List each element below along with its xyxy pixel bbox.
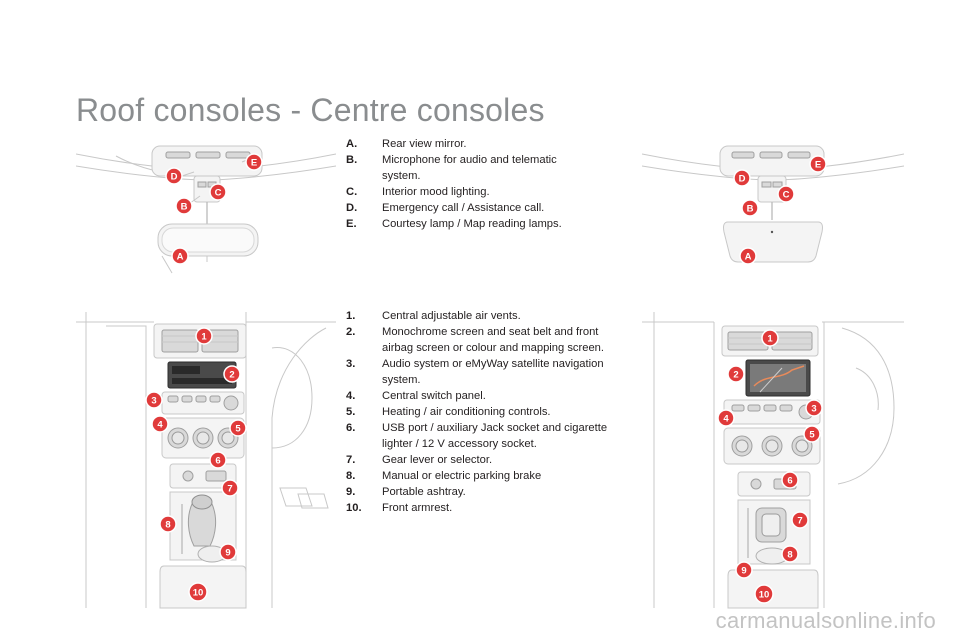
svg-text:A: A bbox=[745, 252, 752, 263]
callout-e: E bbox=[809, 155, 827, 173]
page-title: Roof consoles - Centre consoles bbox=[76, 92, 545, 128]
centre-console-legend: 1. Central adjustable air vents. 2. Mono… bbox=[346, 308, 608, 516]
svg-text:C: C bbox=[783, 190, 790, 201]
svg-text:3: 3 bbox=[811, 404, 816, 415]
callout-7: 7 bbox=[221, 479, 239, 497]
callout-9: 9 bbox=[219, 543, 237, 561]
callout-d: D bbox=[165, 167, 183, 185]
callout-1: 1 bbox=[195, 327, 213, 345]
callout-5: 5 bbox=[803, 425, 821, 443]
svg-text:8: 8 bbox=[165, 520, 170, 531]
legend-item: C. Interior mood lighting. bbox=[346, 186, 490, 198]
centre-console-illustration-right: 1 2 3 4 5 6 7 8 bbox=[642, 308, 904, 612]
svg-text:1: 1 bbox=[201, 332, 207, 343]
svg-text:5: 5 bbox=[235, 424, 241, 435]
callout-10: 10 bbox=[188, 582, 208, 602]
legend-item: D. Emergency call / Assistance call. bbox=[346, 202, 545, 214]
legend-item: 4. Central switch panel. bbox=[346, 390, 486, 402]
legend-item: 1. Central adjustable air vents. bbox=[346, 310, 521, 322]
roof-console-illustration-left: A B C D E bbox=[76, 145, 336, 274]
legend-item: A. Rear view mirror. bbox=[346, 138, 467, 150]
svg-text:1: 1 bbox=[767, 334, 773, 345]
callout-9: 9 bbox=[735, 561, 753, 579]
legend-item: B. Microphone for audio and telematic sy… bbox=[346, 154, 557, 182]
callout-a: A bbox=[739, 247, 757, 265]
svg-text:6: 6 bbox=[215, 456, 220, 467]
callout-7: 7 bbox=[791, 511, 809, 529]
callout-8: 8 bbox=[781, 545, 799, 563]
callout-1: 1 bbox=[761, 329, 779, 347]
callout-c: C bbox=[777, 185, 795, 203]
callout-4: 4 bbox=[717, 409, 735, 427]
legend-item: 5. Heating / air conditioning controls. bbox=[346, 406, 551, 418]
legend-item: 2. Monochrome screen and seat belt and f… bbox=[346, 326, 605, 354]
svg-text:10: 10 bbox=[193, 588, 204, 599]
legend-item: 6. USB port / auxiliary Jack socket and … bbox=[346, 422, 608, 450]
callout-2: 2 bbox=[727, 365, 745, 383]
legend-item: E. Courtesy lamp / Map reading lamps. bbox=[346, 218, 562, 230]
callout-2: 2 bbox=[223, 365, 241, 383]
callout-e: E bbox=[245, 153, 263, 171]
svg-text:B: B bbox=[181, 202, 188, 213]
watermark: carmanualsonline.info bbox=[715, 608, 936, 633]
svg-text:7: 7 bbox=[227, 484, 232, 495]
svg-text:5: 5 bbox=[809, 430, 815, 441]
callout-3: 3 bbox=[805, 399, 823, 417]
callout-10: 10 bbox=[754, 584, 774, 604]
svg-text:6: 6 bbox=[787, 476, 792, 487]
svg-text:B: B bbox=[747, 204, 754, 215]
legend-item: 8. Manual or electric parking brake bbox=[346, 470, 542, 482]
svg-text:2: 2 bbox=[229, 370, 234, 381]
svg-text:2: 2 bbox=[733, 370, 738, 381]
callout-3: 3 bbox=[145, 391, 163, 409]
callout-b: B bbox=[741, 199, 759, 217]
roof-console-legend: A. Rear view mirror. B. Microphone for a… bbox=[346, 136, 591, 232]
callout-4: 4 bbox=[151, 415, 169, 433]
callout-b: B bbox=[175, 197, 193, 215]
svg-text:9: 9 bbox=[225, 548, 230, 559]
svg-text:D: D bbox=[171, 172, 178, 183]
legend-item: 7. Gear lever or selector. bbox=[346, 454, 493, 466]
callout-c: C bbox=[209, 183, 227, 201]
svg-text:A: A bbox=[177, 252, 184, 263]
callout-d: D bbox=[733, 169, 751, 187]
svg-text:8: 8 bbox=[787, 550, 792, 561]
svg-text:C: C bbox=[215, 188, 222, 199]
svg-text:9: 9 bbox=[741, 566, 746, 577]
callout-5: 5 bbox=[229, 419, 247, 437]
callout-6: 6 bbox=[781, 471, 799, 489]
callout-a: A bbox=[171, 247, 189, 265]
roof-console-illustration-right: A B C D E bbox=[642, 145, 904, 265]
svg-text:4: 4 bbox=[723, 414, 729, 425]
svg-text:E: E bbox=[251, 158, 257, 169]
callout-6: 6 bbox=[209, 451, 227, 469]
svg-text:4: 4 bbox=[157, 420, 163, 431]
svg-text:3: 3 bbox=[151, 396, 156, 407]
svg-text:D: D bbox=[739, 174, 746, 185]
callout-8: 8 bbox=[159, 515, 177, 533]
svg-text:7: 7 bbox=[797, 516, 802, 527]
legend-item: 3. Audio system or eMyWay satellite navi… bbox=[346, 358, 604, 386]
legend-item: 9. Portable ashtray. bbox=[346, 486, 466, 498]
svg-text:10: 10 bbox=[759, 590, 770, 601]
svg-text:E: E bbox=[815, 160, 821, 171]
legend-item: 10. Front armrest. bbox=[346, 502, 453, 514]
centre-console-illustration-left: 1 2 3 4 5 6 7 8 bbox=[76, 308, 336, 612]
